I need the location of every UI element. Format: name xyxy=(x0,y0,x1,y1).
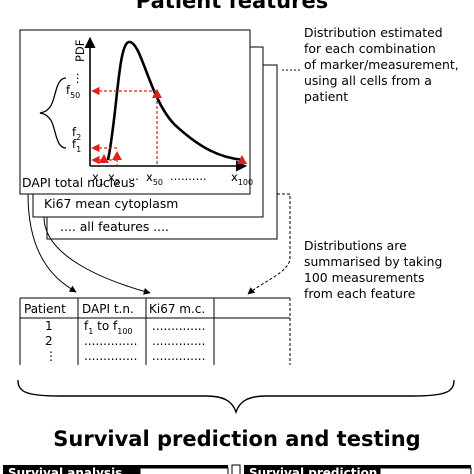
note-distribution: Distribution estimated for each combinat… xyxy=(304,25,459,104)
table-header-dapi: DAPI t.n. xyxy=(82,302,134,316)
f1-label: f1 xyxy=(72,137,81,154)
card-label-dapi: DAPI total nucleus xyxy=(22,175,135,190)
table-header-patient: Patient xyxy=(24,302,66,316)
feature-table: Patient DAPI t.n. Ki67 m.c. 1 f1 to f100… xyxy=(19,297,291,365)
x-dots-short: ... xyxy=(128,169,139,183)
table-row-3-dapi: .............. xyxy=(84,349,137,363)
svg-text:summarised by taking: summarised by taking xyxy=(304,254,442,269)
connector-ki67 xyxy=(43,216,151,295)
survival-prediction-bar xyxy=(244,465,471,474)
f50-label: f50 xyxy=(66,83,80,100)
table-row-1-patient: 1 xyxy=(45,319,53,333)
bottom-brace xyxy=(17,379,455,415)
x2-label: x2 xyxy=(108,170,120,187)
marker-x1 xyxy=(99,154,109,163)
title-top: Patient features xyxy=(136,0,328,13)
y-axis-label: PDF xyxy=(73,40,87,62)
marker-x2 xyxy=(112,151,122,160)
note-summary: Distributions are summarised by taking 1… xyxy=(304,238,442,301)
svg-text:patient: patient xyxy=(304,89,348,104)
svg-text:using all cells from a: using all cells from a xyxy=(304,73,432,88)
f2-label: f2 xyxy=(72,125,81,142)
pdf-curve xyxy=(106,40,245,162)
card-label-all: .... all features .... xyxy=(60,219,169,234)
svg-text:from each feature: from each feature xyxy=(304,286,415,301)
svg-text:for each combination: for each combination xyxy=(304,41,436,56)
x1-label: x1 xyxy=(92,170,104,187)
x50-label: x50 xyxy=(146,170,163,187)
card-label-ki67: Ki67 mean cytoplasm xyxy=(44,196,178,211)
left-brace xyxy=(39,77,67,149)
f-dots: ⋮ xyxy=(72,71,84,85)
survival-prediction-label: Survival prediction xyxy=(249,466,377,474)
table-row-2-patient: 2 xyxy=(45,334,53,348)
title-bottom: Survival prediction and testing xyxy=(53,427,420,451)
svg-text:Distribution estimated: Distribution estimated xyxy=(304,25,443,40)
table-row-3-ki67: .............. xyxy=(152,349,205,363)
x100-label: x100 xyxy=(231,170,253,187)
connector-dapi xyxy=(27,193,77,293)
table-row-1-ki67: .............. xyxy=(152,319,205,333)
svg-text:100 measurements: 100 measurements xyxy=(304,270,425,285)
table-row-3-patient: ⋮ xyxy=(45,349,57,363)
survival-analysis-label: Survival analysis xyxy=(8,466,122,474)
survival-analysis-bar-inset xyxy=(139,467,229,474)
survival-prediction-bar-inset xyxy=(379,467,472,474)
table-row-2-dapi: .............. xyxy=(84,334,137,348)
table-row-1-dapi: f1 to f100 xyxy=(84,319,133,336)
marker-x100 xyxy=(237,155,247,164)
bar-gap-box xyxy=(231,464,241,474)
survival-analysis-bar xyxy=(3,465,228,474)
table-header-ki67: Ki67 m.c. xyxy=(149,302,205,316)
connector-all-features xyxy=(247,193,291,295)
marker-x50 xyxy=(152,89,162,98)
svg-text:of marker/measurement,: of marker/measurement, xyxy=(304,57,459,72)
table-row-2-ki67: .............. xyxy=(152,334,205,348)
x-dots-long: .......... xyxy=(170,169,207,183)
svg-text:Distributions are: Distributions are xyxy=(304,238,407,253)
